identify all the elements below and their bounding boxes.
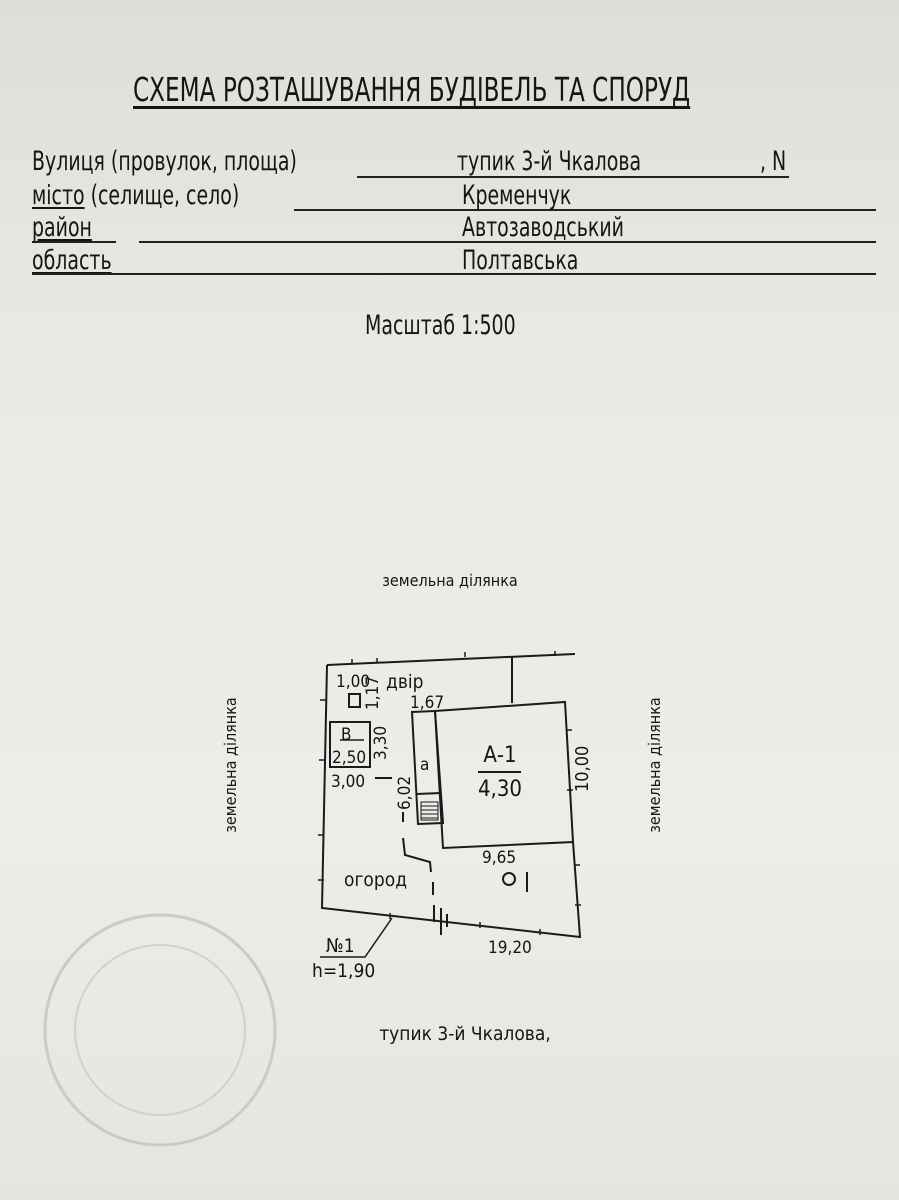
stairs-icon [420, 801, 439, 821]
field-city: місто (селище, село) Кременчук [32, 180, 877, 214]
field-value: тупик 3-й Чкалова [457, 146, 642, 177]
field-region: область Полтавська [32, 245, 877, 279]
house-a1 [433, 700, 575, 850]
plan-labels: двір 1,00 1,17 1,67 В 2,50 3,30 3,00 6,0… [312, 671, 593, 1045]
plot-boundary-top [326, 653, 576, 666]
page-title: СХЕМА РОЗТАШУВАННЯ БУДІВЕЛЬ ТА СПОРУД [133, 70, 691, 109]
dim-9-65: 9,65 [482, 848, 516, 868]
field-label-underlined: місто [32, 180, 85, 211]
field-label: (селище, село) [84, 180, 240, 211]
street-label: тупик 3-й Чкалова, [379, 1023, 551, 1045]
field-value: Автозаводський [462, 212, 624, 243]
dim-19-20: 19,20 [488, 938, 532, 958]
dim-1-67: 1,67 [410, 693, 444, 713]
scale-label: Масштаб 1:500 [365, 310, 516, 341]
field-suffix: , N [760, 146, 787, 177]
underline [139, 241, 876, 243]
field-label: район [32, 212, 92, 243]
plot-leader-line [320, 917, 393, 958]
boundary-ticks [318, 651, 581, 935]
shed-label: В [341, 725, 352, 745]
inner-fence [402, 837, 432, 873]
field-street: Вулиця (провулок, площа) тупик 3-й Чкало… [32, 146, 877, 180]
dim-1-17: 1,17 [363, 676, 383, 710]
left-neighbor-label: земельна ділянка [221, 697, 240, 832]
right-neighbor-label: земельна ділянка [645, 697, 664, 832]
shed-height: 2,50 [332, 748, 366, 768]
dim-6-02: 6,02 [395, 776, 415, 810]
yard-label: двір [386, 671, 424, 693]
small-structure [348, 693, 361, 708]
field-value: Полтавська [462, 245, 579, 276]
field-label: область [32, 245, 112, 276]
dim-3-00: 3,00 [331, 772, 365, 792]
dim-1-00: 1,00 [336, 672, 370, 692]
plot-number: №1 [326, 935, 355, 957]
field-label: Вулиця (провулок, площа) [32, 146, 297, 177]
plot-boundary [320, 664, 582, 939]
top-neighbor-label: земельна ділянка [382, 571, 517, 590]
house-label: А-1 [483, 743, 516, 768]
well-icon [502, 872, 516, 886]
plot-height: h=1,90 [312, 960, 375, 982]
annex-label: а [420, 755, 429, 775]
underline [357, 176, 789, 178]
dim-3-30: 3,30 [371, 726, 391, 760]
house-height: 4,30 [478, 777, 522, 802]
annex-a [410, 709, 445, 826]
garden-label: огород [344, 869, 407, 891]
shed-b [329, 721, 371, 768]
stamp-icon [43, 913, 277, 1147]
field-value: Кременчук [462, 180, 572, 211]
gate-icon [433, 905, 448, 935]
underline [32, 273, 876, 275]
underline [294, 209, 876, 211]
dim-10-00: 10,00 [572, 746, 593, 792]
field-district: район Автозаводський [32, 212, 877, 246]
